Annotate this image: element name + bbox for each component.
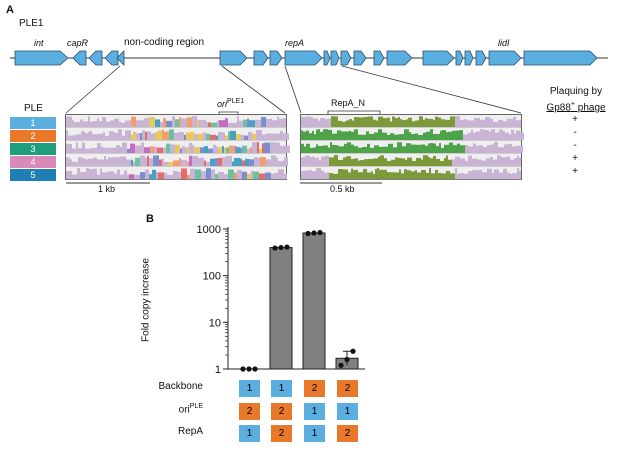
row-label-backbone: Backbone bbox=[158, 381, 203, 392]
row-label-repa: RepA bbox=[177, 426, 203, 437]
y-tick-label: 1 bbox=[215, 364, 221, 376]
data-point bbox=[284, 244, 290, 250]
y-tick-label: 10 bbox=[209, 317, 221, 329]
data-point bbox=[305, 230, 311, 237]
ple-header: PLE bbox=[24, 103, 43, 114]
ori-row-sup: PLE bbox=[189, 403, 203, 410]
data-point bbox=[338, 362, 344, 368]
scale-bars bbox=[66, 182, 382, 184]
data-point bbox=[317, 229, 323, 236]
gene-label-capr: capR bbox=[67, 38, 89, 48]
right-alignment-tracks bbox=[300, 114, 524, 180]
phage-text: phage bbox=[574, 102, 606, 114]
scale-label-left: 1 kb bbox=[98, 184, 116, 194]
bar bbox=[269, 247, 293, 370]
gene-label-repa: repA bbox=[285, 38, 305, 48]
data-point bbox=[344, 356, 350, 363]
plaquing-header-line1: Plaquing by bbox=[549, 86, 603, 97]
panel-a-letter: A bbox=[6, 4, 14, 16]
ple-label-1: 1 bbox=[10, 116, 56, 129]
repa-n-label: RepA_N bbox=[331, 98, 366, 108]
ple-label-4: 4 bbox=[10, 155, 56, 168]
data-point bbox=[278, 244, 284, 251]
bar bbox=[302, 232, 326, 370]
plaquing-value-5: + bbox=[572, 166, 578, 177]
plaquing-value-2: - bbox=[573, 127, 577, 138]
left-tracks-svg bbox=[66, 115, 290, 180]
ori-text: ori bbox=[217, 99, 228, 109]
ple-label-2: 2 bbox=[10, 129, 56, 142]
y-tick-label: 1000 bbox=[197, 224, 221, 236]
ple1-title: PLE1 bbox=[19, 18, 44, 29]
gene-map bbox=[10, 50, 608, 114]
left-alignment-tracks bbox=[65, 114, 290, 180]
panel-b-letter: B bbox=[146, 213, 154, 225]
repa-n-bracket bbox=[327, 110, 381, 116]
right-tracks-svg bbox=[301, 115, 524, 180]
gene-label-int: int bbox=[34, 38, 44, 48]
ori-sup: PLE1 bbox=[227, 98, 245, 105]
plaquing-value-4: + bbox=[572, 153, 578, 164]
ple-label-5: 5 bbox=[10, 168, 56, 181]
data-point bbox=[311, 230, 317, 236]
data-point bbox=[246, 366, 252, 372]
data-point bbox=[240, 366, 246, 372]
row-label-ori: oriPLE bbox=[143, 403, 203, 415]
plaquing-values: + - - + + bbox=[560, 114, 590, 184]
gp88-text: Gp88 bbox=[546, 102, 571, 114]
data-point bbox=[350, 348, 356, 354]
plaquing-header: Plaquing by Gp88+ phage bbox=[539, 85, 613, 114]
ori-label: oriPLE1 bbox=[217, 98, 244, 109]
gp88-sup: + bbox=[570, 101, 575, 108]
gene-label-noncoding: non-coding region bbox=[124, 37, 205, 48]
ori-row-text: ori bbox=[178, 404, 190, 416]
plaquing-value-1: + bbox=[572, 114, 578, 125]
ple-label-3: 3 bbox=[10, 142, 56, 155]
data-point bbox=[252, 366, 258, 372]
plaquing-value-3: - bbox=[573, 140, 577, 151]
plaquing-header-line2: Gp88+ phage bbox=[539, 98, 613, 114]
gene-label-lidi: lidI bbox=[498, 38, 510, 48]
y-tick-label: 100 bbox=[203, 271, 221, 283]
data-point bbox=[272, 245, 278, 251]
scale-label-right: 0.5 kb bbox=[330, 184, 355, 194]
